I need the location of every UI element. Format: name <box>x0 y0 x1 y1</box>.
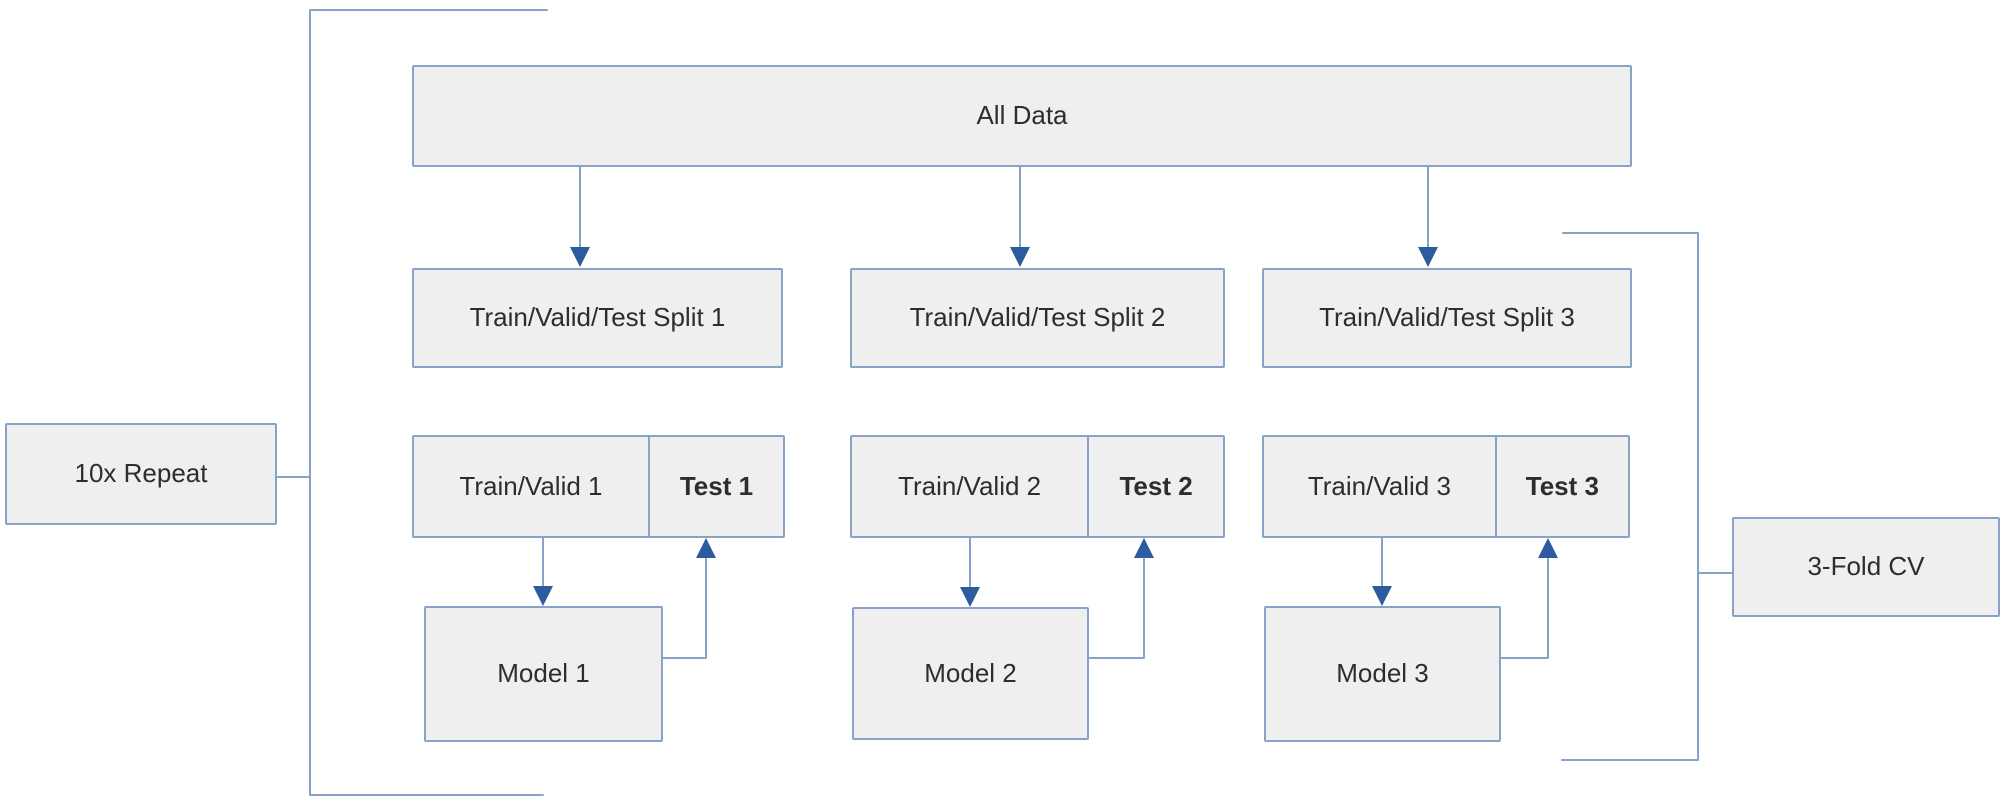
arrowhead-split3 <box>1418 247 1438 267</box>
left-bracket <box>309 9 548 796</box>
arrow-model1-to-test1 <box>662 555 707 659</box>
model-box-3: Model 3 <box>1264 606 1501 742</box>
split-box-2: Train/Valid/Test Split 2 <box>850 268 1225 368</box>
test-cell-3: Test 3 <box>1494 437 1628 536</box>
arrowhead-split1 <box>570 247 590 267</box>
test-cell-1: Test 1 <box>647 437 783 536</box>
train-valid-test-group-3: Train/Valid 3 Test 3 <box>1262 435 1630 538</box>
split-box-1: Train/Valid/Test Split 1 <box>412 268 783 368</box>
arrow-model2-to-test2 <box>1088 555 1145 659</box>
all-data-box: All Data <box>412 65 1632 167</box>
split-box-3: Train/Valid/Test Split 3 <box>1262 268 1632 368</box>
arrowhead-model1 <box>533 586 553 606</box>
train-valid-cell-3: Train/Valid 3 <box>1307 471 1451 501</box>
train-valid-test-group-1: Train/Valid 1 Test 1 <box>412 435 785 538</box>
train-valid-cell-2: Train/Valid 2 <box>898 471 1042 501</box>
cv-label-box: 3-Fold CV <box>1732 517 2000 617</box>
arrowhead-test2 <box>1134 538 1154 558</box>
test-cell-2: Test 2 <box>1087 437 1223 536</box>
arrow-model3-to-test3 <box>1500 555 1549 659</box>
arrowhead-test3 <box>1538 538 1558 558</box>
arrowhead-model2 <box>960 587 980 607</box>
right-bracket <box>1561 232 1699 761</box>
arrowhead-test1 <box>696 538 716 558</box>
train-valid-test-group-2: Train/Valid 2 Test 2 <box>850 435 1225 538</box>
model-box-2: Model 2 <box>852 607 1089 740</box>
model-box-1: Model 1 <box>424 606 663 742</box>
arrowhead-model3 <box>1372 586 1392 606</box>
arrowhead-split2 <box>1010 247 1030 267</box>
train-valid-cell-1: Train/Valid 1 <box>459 471 603 501</box>
repeat-label-box: 10x Repeat <box>5 423 277 525</box>
